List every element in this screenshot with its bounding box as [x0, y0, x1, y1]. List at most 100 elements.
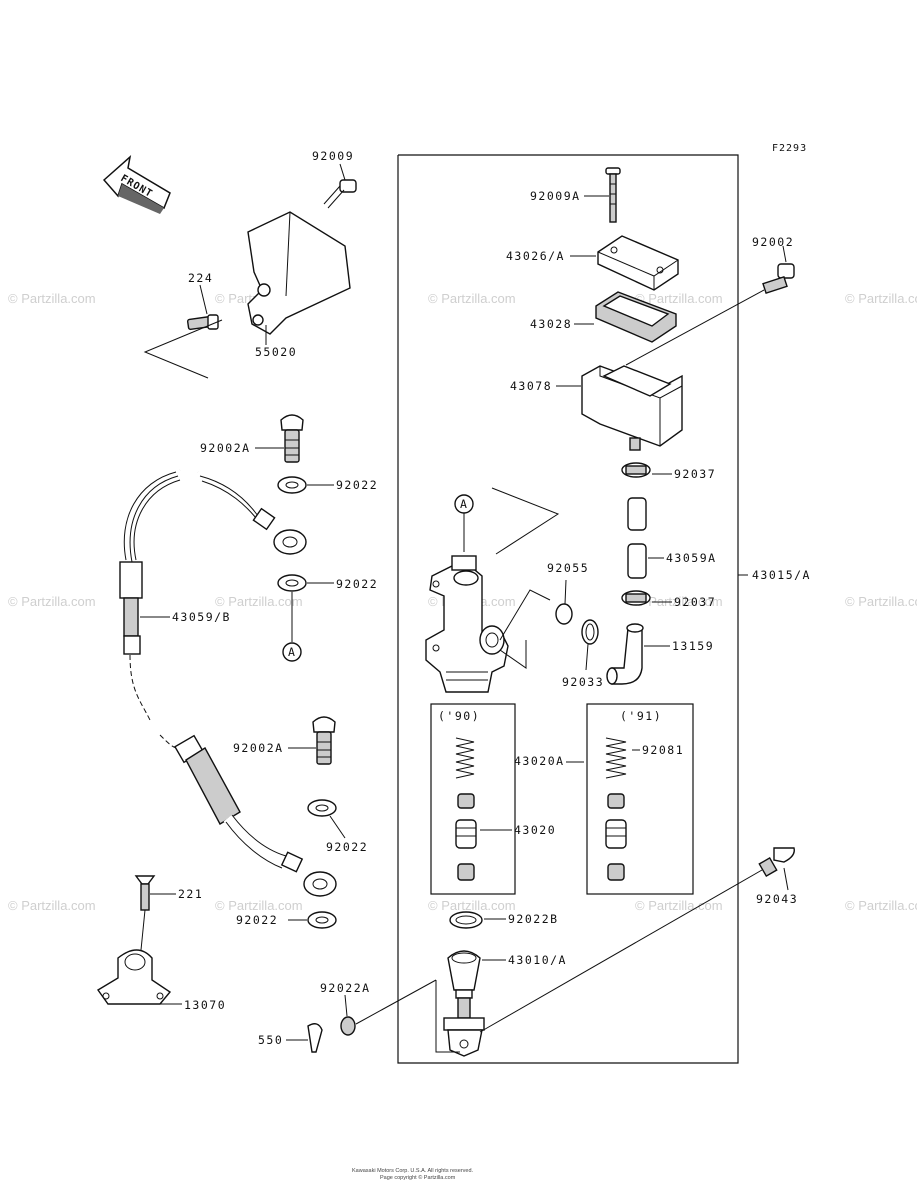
callout-92022B: 92022B [508, 912, 559, 926]
bracket-55020-part [247, 211, 351, 335]
leader [339, 163, 346, 181]
footer-line-2: Page copyright © Partzilla.com [380, 1174, 456, 1181]
watermark: © Partzilla.com [845, 594, 917, 609]
clamp-92037-part [621, 590, 651, 606]
callout-92002A-mid: 92002A [233, 741, 284, 755]
hose-43059A-part [627, 497, 647, 579]
callout-92022-1: 92022 [336, 478, 378, 492]
year-label-91: ('91) [620, 709, 662, 723]
callout-92055: 92055 [547, 561, 589, 575]
watermark: © Partzilla.com [845, 291, 917, 306]
leader [199, 284, 208, 315]
watermark: © Partzilla.com [215, 594, 303, 609]
leader [625, 289, 765, 366]
banjo-bolt-92002A-part [312, 716, 336, 765]
snap-ring-92022B-part [449, 911, 483, 929]
callout-13070: 13070 [184, 998, 226, 1012]
watermark-group: © Partzilla.com © Partzilla.com © Partzi… [8, 291, 917, 913]
watermark: © Partzilla.com [635, 594, 723, 609]
screw-221-part [134, 875, 156, 911]
callout-92002: 92002 [752, 235, 794, 249]
cap-43026A-part [597, 235, 679, 291]
cotter-pin-550-part [307, 1023, 323, 1053]
reservoir-43078-part [581, 365, 683, 451]
holder-13070-part [96, 949, 172, 1005]
assembly-frame [397, 154, 739, 1064]
callout-43020: 43020 [514, 823, 556, 837]
snap-ring-92033-part [581, 619, 599, 645]
push-rod-43010A-part [443, 950, 485, 1057]
callout-92009: 92009 [312, 149, 354, 163]
front-arrow-icon: FRONT [102, 155, 171, 214]
callout-43020A: 43020A [514, 754, 565, 768]
callout-43015A: 43015/A [752, 568, 811, 582]
watermark: © Partzilla.com [8, 594, 96, 609]
clamp-92037-part [621, 462, 651, 478]
leader [499, 640, 527, 669]
figure-code: F2293 [772, 143, 807, 154]
leader [564, 579, 567, 605]
callout-55020: 55020 [255, 345, 297, 359]
leader [585, 643, 589, 671]
washer-92022-part [307, 911, 337, 929]
leader [782, 245, 787, 263]
callout-92009A: 92009A [530, 189, 581, 203]
callout-92022A: 92022A [320, 981, 371, 995]
watermark: © Partzilla.com [215, 898, 303, 913]
callout-92022-3: 92022 [326, 840, 368, 854]
footer-line-1: Kawasaki Motors Corp. U.S.A. All rights … [352, 1168, 474, 1174]
leader [491, 487, 560, 555]
callout-43026A: 43026/A [506, 249, 565, 263]
watermark: © Partzilla.com [635, 291, 723, 306]
washer-92022-part [277, 574, 307, 592]
banjo-bolt-92002A-part [280, 414, 304, 463]
screw-92009A-part [605, 167, 621, 223]
leader [499, 589, 551, 641]
year-box-90 [430, 703, 516, 895]
leader [355, 979, 437, 1025]
callout-43078: 43078 [510, 379, 552, 393]
callout-550: 550 [258, 1033, 283, 1047]
ref-mark-a-label: A [288, 645, 296, 659]
washer-92022-part [307, 799, 337, 817]
spring-part [455, 737, 475, 779]
callout-92037-2: 92037 [674, 595, 716, 609]
piston-cup-part [605, 793, 627, 881]
callout-92043: 92043 [756, 892, 798, 906]
callout-43059B: 43059/B [172, 610, 231, 624]
callout-92037-1: 92037 [674, 467, 716, 481]
callout-92022-2: 92022 [336, 577, 378, 591]
diaphragm-43028-part [595, 291, 677, 343]
piston-cup-part [455, 793, 477, 881]
leader [783, 867, 789, 891]
callout-92033: 92033 [562, 675, 604, 689]
bolt-92009-part [323, 179, 357, 209]
bolt-92002-part [762, 263, 795, 295]
year-box-91 [586, 703, 694, 895]
callout-224: 224 [188, 271, 213, 285]
spring-92081-part [605, 737, 627, 779]
watermark: © Partzilla.com [8, 898, 96, 913]
callout-43010A: 43010/A [508, 953, 567, 967]
leader [344, 994, 348, 1017]
watermark: © Partzilla.com [635, 898, 723, 913]
pin-92043-part [758, 847, 795, 878]
callout-43028: 43028 [530, 317, 572, 331]
leader [479, 869, 763, 1033]
callout-43059A: 43059A [666, 551, 717, 565]
o-ring-92055-part [555, 603, 573, 625]
washer-92022-part [277, 476, 307, 494]
callout-221: 221 [178, 887, 203, 901]
cylinder-body-part [425, 555, 509, 693]
watermark: © Partzilla.com [8, 291, 96, 306]
leader [329, 815, 346, 839]
callout-92002A-top: 92002A [200, 441, 251, 455]
brake-hose-43059B-part [119, 464, 337, 897]
washer-92022A-part [340, 1016, 356, 1036]
watermark: © Partzilla.com [845, 898, 917, 913]
year-label-90: ('90) [438, 709, 480, 723]
leader [143, 319, 223, 379]
screw-224-part [186, 314, 219, 331]
